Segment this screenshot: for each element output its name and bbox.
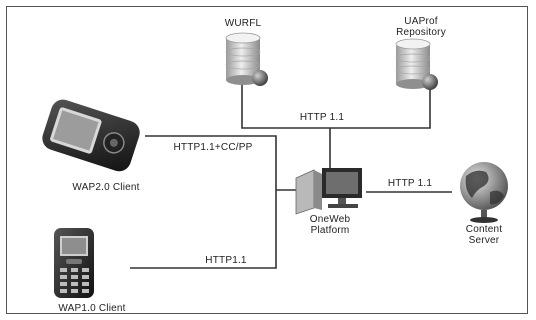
diagram-frame — [6, 6, 528, 314]
repository-link-label: HTTP 1.1 — [299, 112, 345, 123]
wap20-phone-icon — [42, 99, 140, 172]
wap10-client-label: WAP1.0 Client — [58, 303, 126, 314]
connection-lines — [130, 84, 452, 269]
oneweb-label-line2: Platform — [310, 225, 350, 236]
wurfl-database-icon — [225, 32, 268, 86]
server-link-label: HTTP 1.1 — [387, 178, 433, 189]
wap10-link-label: HTTP1.1 — [205, 255, 247, 266]
uaprof-database-icon — [395, 38, 438, 90]
uaprof-label-line2: Repository — [396, 27, 446, 38]
wap20-link-label: HTTP1.1+CC/PP — [173, 142, 253, 153]
oneweb-platform-icon — [295, 168, 362, 215]
uaprof-label-line1: UAProf — [404, 16, 438, 27]
content-server-label-line1: Content — [465, 224, 503, 235]
wap20-link-line — [130, 135, 277, 269]
repository-link-line — [241, 84, 431, 129]
globe-icon — [460, 162, 508, 223]
wap20-client-label: WAP2.0 Client — [72, 182, 140, 193]
oneweb-label-line1: OneWeb — [309, 214, 351, 225]
wap10-phone-icon — [54, 228, 94, 298]
content-server-label-line2: Server — [468, 235, 500, 246]
wurfl-label: WURFL — [224, 18, 262, 29]
